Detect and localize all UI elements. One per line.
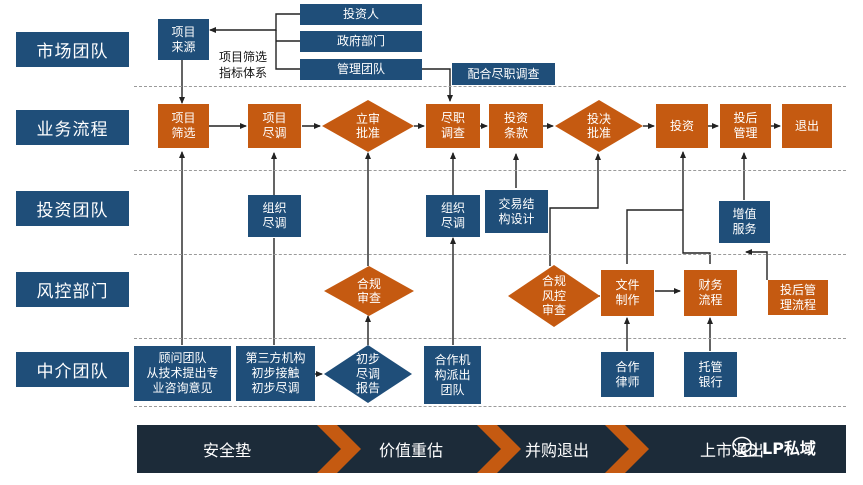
dd-assist-box: 配合尽职调查 [452, 63, 555, 85]
exit-box: 退出 [782, 104, 832, 148]
partner-team-box: 合作机 构派出 团队 [424, 346, 481, 404]
watermark-text: LP私域 [762, 439, 816, 458]
org-dd-box-2: 组织 尽调 [426, 195, 480, 237]
lane-divider [134, 86, 846, 87]
stage-chevron [317, 425, 361, 473]
prelim-report-diamond: 初步 尽调 报告 [324, 345, 412, 403]
lane-divider [134, 254, 846, 255]
stage-chevron [477, 425, 521, 473]
arrow-postflow-value [745, 249, 768, 280]
custodian-box: 托管 银行 [684, 352, 737, 397]
stage-label-1: 安全垫 [202, 441, 251, 460]
line-management [275, 30, 300, 70]
lane-divider [134, 170, 846, 171]
lane-process: 业务流程 [16, 110, 129, 145]
lane-intermediary: 中介团队 [16, 352, 129, 387]
line-doc-invest [626, 209, 683, 264]
advisor-box: 顾问团队 从技术提出专 业咨询意见 [134, 346, 231, 401]
screening-criteria-label: 项目筛选 指标体系 [219, 50, 268, 80]
source-box: 项目 来源 [158, 19, 209, 60]
lawyer-box: 合作 律师 [601, 352, 654, 397]
decision-label: 投决 批准 [586, 111, 611, 140]
approval-label: 立审 批准 [355, 111, 380, 140]
deal-structure-box: 交易结 构设计 [485, 190, 548, 233]
lane-invest-team: 投资团队 [16, 191, 129, 226]
invest-box: 投资 [656, 104, 708, 148]
due-diligence-box: 尽职 调查 [426, 104, 480, 148]
value-add-box: 增值 服务 [719, 201, 770, 243]
finance-flow-box: 财务 流程 [684, 270, 737, 316]
lane-divider [134, 338, 846, 339]
wechat-icon [732, 436, 758, 457]
third-party-box: 第三方机构 初步接触 初步尽调 [236, 346, 315, 401]
org-dd-box-1: 组织 尽调 [248, 195, 301, 237]
compliance-label: 合规 审查 [356, 276, 381, 305]
lane-risk: 风控部门 [16, 272, 129, 307]
stage-label-2: 价值重估 [378, 441, 443, 460]
prelim-report-label: 初步 尽调 报告 [355, 352, 380, 396]
compliance-risk-label: 合规 风控 审查 [541, 274, 566, 318]
lane-market: 市场团队 [16, 32, 129, 67]
compliance-diamond: 合规 审查 [324, 266, 414, 316]
terms-box: 投资 条款 [489, 104, 543, 148]
arrow-mgmt-dd [420, 68, 453, 102]
government-box: 政府部门 [300, 31, 422, 52]
decision-diamond: 投决 批准 [555, 100, 643, 152]
stage-bar: 安全垫 价值重估 并购退出 上市退出 [137, 425, 846, 473]
investor-box: 投资人 [300, 4, 422, 25]
management-team-box: 管理团队 [300, 59, 422, 80]
arrow-finance-invest [680, 151, 711, 264]
approval-diamond: 立审 批准 [322, 100, 414, 152]
doc-prep-box: 文件 制作 [601, 270, 654, 316]
stage-label-3: 并购退出 [524, 441, 589, 460]
preliminary-dd-box: 项目 尽调 [248, 104, 301, 148]
compliance-risk-diamond: 合规 风控 审查 [508, 265, 600, 327]
screening-box: 项目 筛选 [158, 104, 209, 148]
lane-divider [134, 406, 846, 407]
post-management-box: 投后 管理 [720, 104, 771, 148]
arrow-investor-source [209, 13, 300, 33]
arrow-risk-decision [549, 153, 601, 266]
post-invest-flow-box: 投后管 理流程 [768, 280, 828, 315]
watermark: LP私域 [732, 432, 816, 462]
stage-chevron [605, 425, 649, 473]
